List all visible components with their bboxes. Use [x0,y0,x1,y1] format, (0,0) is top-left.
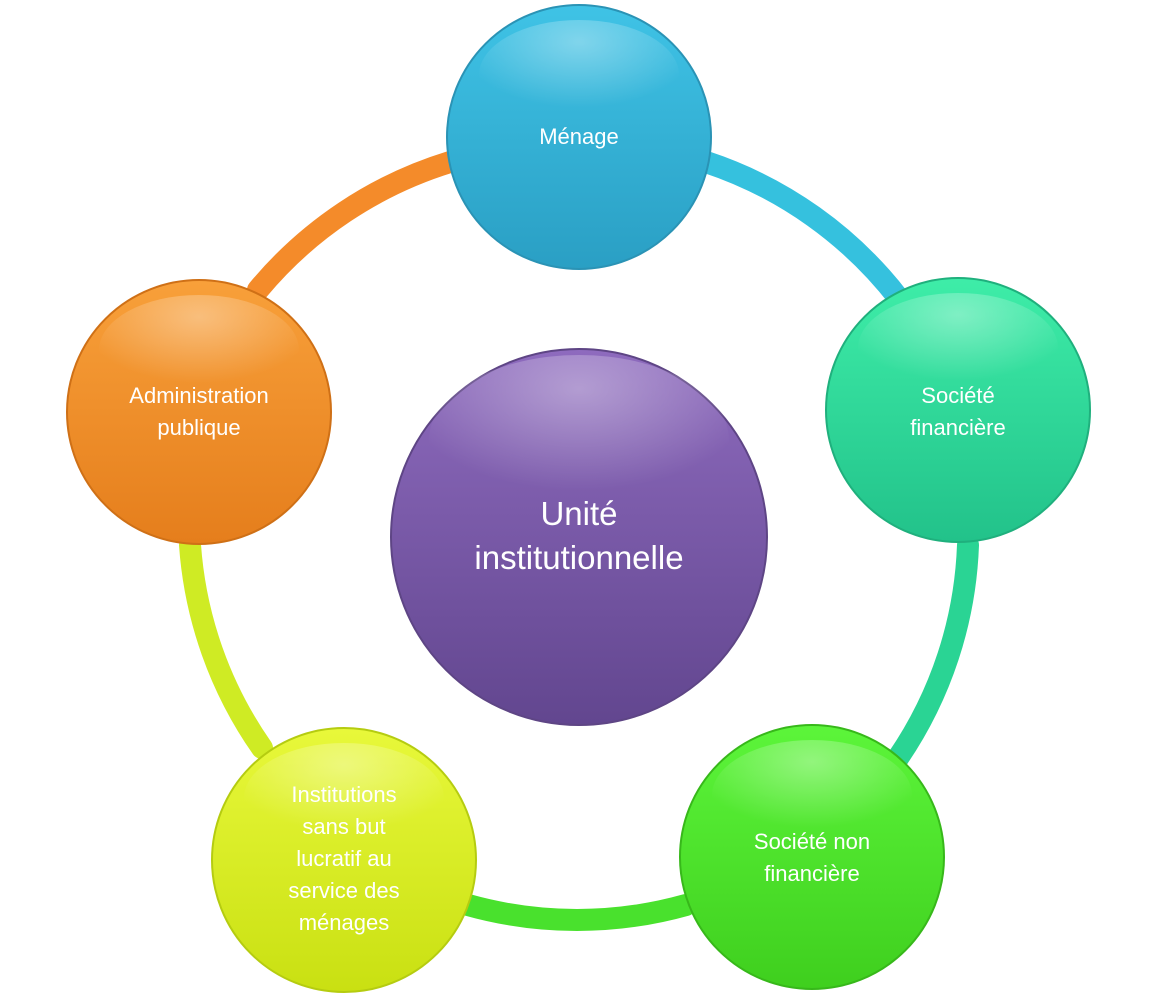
ring-arc-menage-financiere [695,151,911,311]
label-line: lucratif au [296,846,391,871]
node-societe-non-financiere-label: Société non financière [754,829,870,886]
ring [179,151,979,931]
label-line: Institutions [291,782,396,807]
ring-arc-financiere-nonfinanciere [887,534,979,769]
node-isbl-label: Institutions sans but lucratif au service d… [288,782,399,935]
node-administration-publique-label: Administration publique [129,383,268,440]
node-administration-publique: Administration publique [66,279,332,545]
node-societe-financiere-label: Société financière [910,383,1005,440]
node-societe-non-financiere: Société non financière [679,724,945,990]
label-line: Société non [754,829,870,854]
node-menage: Ménage [446,4,712,270]
node-societe-financiere: Société financière [825,277,1091,543]
label-line: institutionnelle [474,539,683,576]
label-line: Ménage [539,124,619,149]
label-line: service des [288,878,399,903]
center-node: Unité institutionnelle [390,348,768,726]
node-isbl: Institutions sans but lucratif au service d… [211,727,477,993]
ring-arc-isbl-administration [179,534,273,759]
node-menage-label: Ménage [539,124,619,149]
ring-arc-administration-menage [247,151,461,301]
label-line: Administration [129,383,268,408]
label-line: financière [910,415,1005,440]
label-line: financière [764,861,859,886]
label-line: Société [921,383,994,408]
center-label: Unité institutionnelle [474,495,683,576]
label-line: ménages [299,910,390,935]
label-line: sans but [302,814,385,839]
label-line: Unité [540,495,617,532]
ring-arc-nonfinanciere-isbl [457,894,697,931]
label-line: publique [157,415,240,440]
